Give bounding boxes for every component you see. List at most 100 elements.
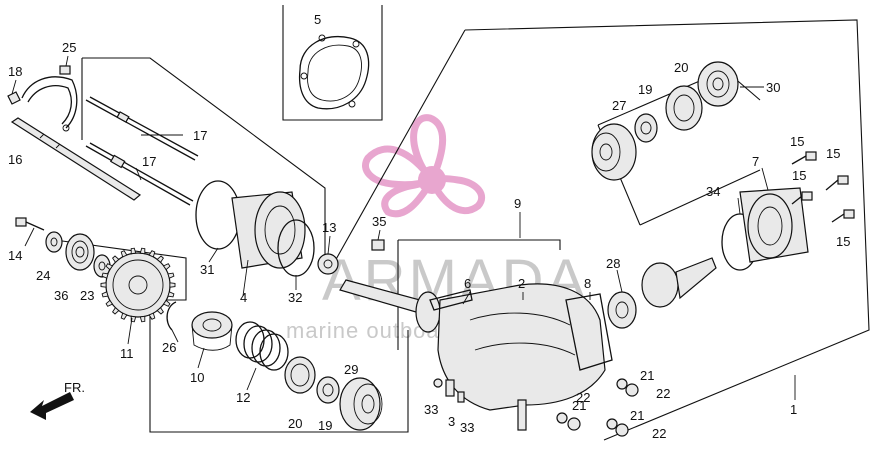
gear-11 bbox=[100, 247, 176, 323]
spring-12 bbox=[235, 321, 289, 371]
gasket-box-frame bbox=[282, 5, 383, 121]
callout-17b: 17 bbox=[142, 154, 156, 169]
bearing-19-lower bbox=[316, 376, 340, 404]
bearing-29 bbox=[339, 377, 383, 431]
callout-7: 7 bbox=[752, 154, 759, 169]
callout-11: 11 bbox=[120, 346, 134, 361]
gear-tooth bbox=[148, 250, 156, 258]
gear-tooth bbox=[105, 299, 114, 307]
collar-13 bbox=[317, 253, 339, 275]
gear-tooth bbox=[156, 255, 164, 263]
bearing-20-upper bbox=[665, 85, 703, 131]
callout-20b: 20 bbox=[674, 60, 688, 75]
sleeve-10 bbox=[191, 311, 233, 351]
callout-31: 31 bbox=[200, 262, 214, 277]
callout-3: 3 bbox=[448, 414, 455, 429]
callout-14: 14 bbox=[8, 248, 22, 263]
callout-33b: 33 bbox=[460, 420, 474, 435]
gear-tooth bbox=[101, 291, 109, 298]
callout-23: 23 bbox=[80, 288, 94, 303]
gear-tooth bbox=[148, 312, 156, 320]
plug-35 bbox=[371, 239, 385, 251]
callout-20a: 20 bbox=[288, 416, 302, 431]
assembly-outline-frame bbox=[464, 19, 870, 441]
gasket-6 bbox=[429, 289, 473, 311]
callout-18: 18 bbox=[8, 64, 22, 79]
housing-4 bbox=[231, 191, 306, 269]
snap-ring-26 bbox=[166, 301, 177, 331]
callout-15c: 15 bbox=[792, 168, 806, 183]
gasket-8 bbox=[565, 293, 613, 371]
gasket-5 bbox=[298, 34, 370, 110]
callout-35: 35 bbox=[372, 214, 386, 229]
case-bracket-frame bbox=[398, 239, 561, 250]
case-2 bbox=[437, 283, 606, 431]
gear-tooth bbox=[139, 315, 146, 323]
callout-2: 2 bbox=[518, 276, 525, 291]
bearing-19-upper bbox=[634, 113, 658, 143]
callout-21a: 21 bbox=[640, 368, 654, 383]
callout-34: 34 bbox=[706, 184, 720, 199]
callout-9: 9 bbox=[514, 196, 521, 211]
bearing-27 bbox=[591, 123, 637, 181]
bevel-gear-28 bbox=[641, 257, 717, 308]
callout-36: 36 bbox=[54, 288, 68, 303]
shaft-16 bbox=[10, 117, 142, 201]
callout-29: 29 bbox=[344, 362, 358, 377]
callout-25: 25 bbox=[62, 40, 76, 55]
bearing-30 bbox=[697, 61, 739, 107]
bolt-14 bbox=[15, 217, 45, 231]
callout-10: 10 bbox=[190, 370, 204, 385]
washer-24 bbox=[45, 231, 63, 253]
gear-tooth bbox=[139, 247, 146, 255]
callout-16: 16 bbox=[8, 152, 22, 167]
callout-12: 12 bbox=[236, 390, 250, 405]
callout-21c: 21 bbox=[630, 408, 644, 423]
front-arrow-icon: FR. bbox=[30, 380, 85, 420]
gear-tooth bbox=[101, 272, 109, 279]
o-ring-31 bbox=[195, 180, 241, 250]
gear-tooth bbox=[120, 250, 128, 258]
gear-tooth bbox=[120, 312, 128, 320]
callout-5: 5 bbox=[314, 12, 321, 27]
gear-tooth bbox=[169, 282, 176, 288]
callout-8: 8 bbox=[584, 276, 591, 291]
callout-19a: 19 bbox=[318, 418, 332, 433]
gear-tooth bbox=[167, 272, 175, 279]
gear-tooth bbox=[156, 307, 164, 315]
callout-32: 32 bbox=[288, 290, 302, 305]
callout-13: 13 bbox=[322, 220, 336, 235]
callout-1: 1 bbox=[790, 402, 797, 417]
propeller-logo-icon bbox=[362, 114, 486, 218]
bearing-box-bottom bbox=[639, 169, 761, 226]
bearing-20-lower bbox=[284, 356, 316, 394]
callout-26: 26 bbox=[162, 340, 176, 355]
shaft-17-upper bbox=[85, 96, 199, 161]
callout-22c: 22 bbox=[652, 426, 666, 441]
gear-tooth bbox=[162, 263, 171, 271]
gear-tooth bbox=[100, 282, 107, 288]
callout-22a: 22 bbox=[656, 386, 670, 401]
callout-15a: 15 bbox=[790, 134, 804, 149]
callout-28: 28 bbox=[606, 256, 620, 271]
pinion-shaft bbox=[339, 279, 441, 333]
callout-27: 27 bbox=[612, 98, 626, 113]
gear-tooth bbox=[167, 291, 175, 298]
shaft-box-frame bbox=[82, 57, 326, 270]
gear-tooth bbox=[130, 247, 137, 255]
callout-33a: 33 bbox=[424, 402, 438, 417]
callout-21b: 21 bbox=[572, 398, 586, 413]
shaft-17-lower bbox=[85, 142, 194, 206]
callout-30: 30 bbox=[766, 80, 780, 95]
gear-tooth bbox=[105, 263, 114, 271]
clip-25 bbox=[21, 65, 78, 132]
bolts-15 bbox=[791, 151, 855, 223]
gear-tooth bbox=[112, 307, 120, 315]
nuts-21-22 bbox=[556, 378, 639, 437]
bearing-28-ring bbox=[607, 291, 637, 329]
callout-15b: 15 bbox=[826, 146, 840, 161]
studs-3-33 bbox=[433, 378, 465, 403]
bearing-36 bbox=[65, 233, 95, 271]
callout-19b: 19 bbox=[638, 82, 652, 97]
